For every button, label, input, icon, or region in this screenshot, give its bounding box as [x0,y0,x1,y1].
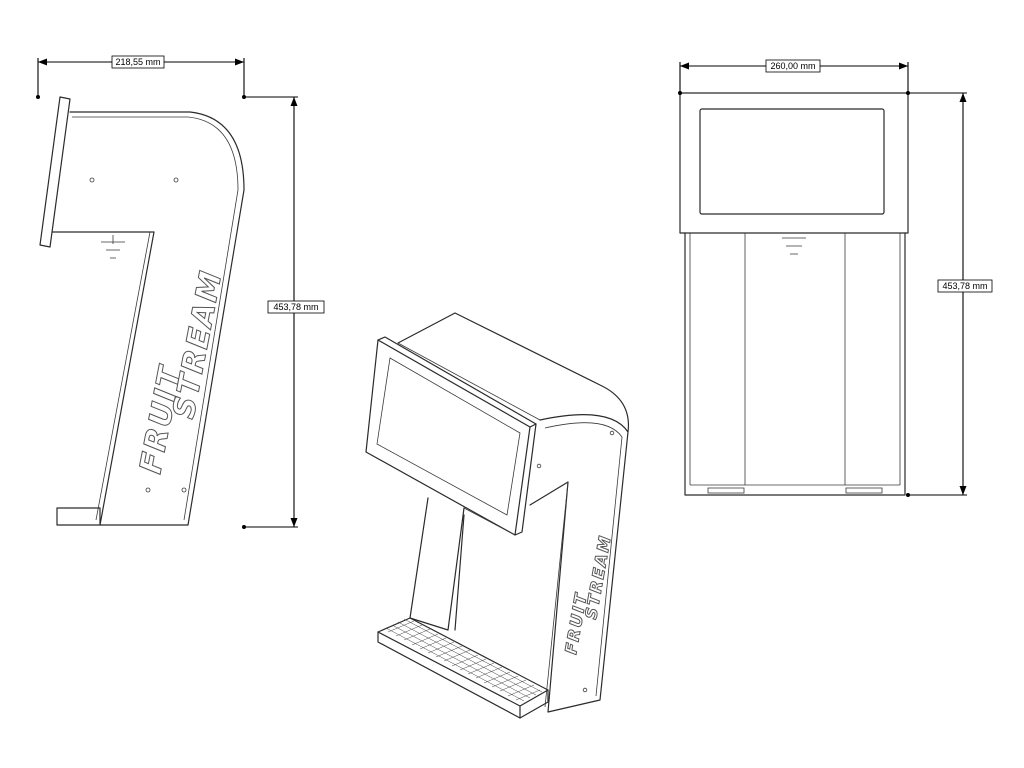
isometric-view: FRUIT STREAM [365,312,630,719]
side-depth-dimension: 218,55 mm [36,55,246,99]
front-width-label: 260,00 mm [770,61,815,71]
front-view [679,92,909,496]
side-height-label: 453,78 mm [273,302,318,312]
front-width-dimension: 260,00 mm [678,59,910,95]
front-height-dimension: 453,78 mm [906,92,993,497]
side-view: FRUIT STREAM [39,96,245,526]
brand-line-stream: STREAM [166,267,229,422]
side-height-dimension: 453,78 mm [242,96,325,529]
front-height-label: 453,78 mm [942,281,987,291]
side-depth-label: 218,55 mm [115,57,160,67]
